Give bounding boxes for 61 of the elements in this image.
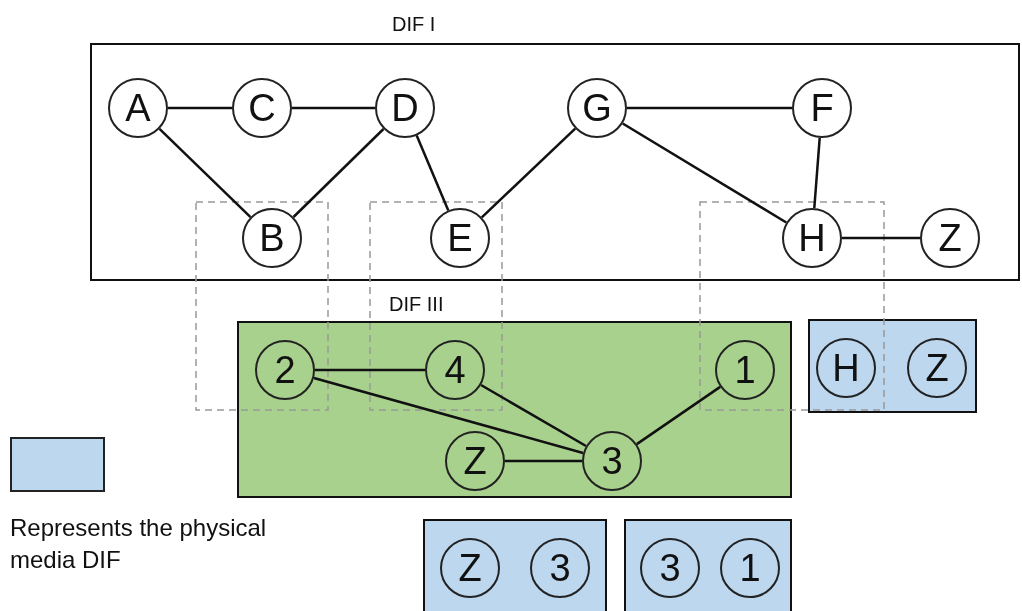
circle-node bbox=[255, 340, 315, 400]
circle-node bbox=[430, 208, 490, 268]
node-label: A bbox=[125, 89, 151, 127]
circle-node bbox=[582, 431, 642, 491]
connector-line bbox=[505, 459, 582, 463]
connector-line bbox=[622, 122, 787, 224]
connector-line bbox=[842, 236, 920, 240]
physical-media-box bbox=[808, 319, 977, 413]
node-label: 3 bbox=[601, 442, 623, 480]
node-label: Z bbox=[458, 549, 482, 587]
connector-line bbox=[636, 385, 721, 446]
connector-line bbox=[168, 106, 232, 110]
circle-node bbox=[440, 538, 500, 598]
connector-line bbox=[480, 383, 587, 448]
node-label: E bbox=[447, 219, 473, 257]
group-title: DIF III bbox=[389, 293, 444, 316]
node-label: H bbox=[832, 349, 860, 387]
node-label: H bbox=[798, 219, 826, 257]
connector-line bbox=[313, 376, 584, 455]
node-label: 3 bbox=[549, 549, 571, 587]
connector-line bbox=[480, 127, 577, 219]
node-label: G bbox=[582, 89, 612, 127]
physical-media-box bbox=[624, 519, 792, 611]
node-label: 1 bbox=[734, 351, 756, 389]
legend-text: Represents the physical media DIF bbox=[10, 513, 268, 576]
circle-node bbox=[792, 78, 852, 138]
connector-line bbox=[292, 106, 375, 110]
node-label: Z bbox=[925, 349, 949, 387]
node-label: F bbox=[810, 89, 834, 127]
connector-line bbox=[292, 128, 385, 218]
node-label: 3 bbox=[659, 549, 681, 587]
physical-media-box bbox=[423, 519, 607, 611]
connector-line bbox=[627, 106, 792, 110]
connector-line bbox=[158, 128, 252, 218]
circle-node bbox=[232, 78, 292, 138]
circle-node bbox=[242, 208, 302, 268]
circle-node bbox=[530, 538, 590, 598]
circle-node bbox=[108, 78, 168, 138]
node-label: Z bbox=[938, 219, 962, 257]
node-label: D bbox=[391, 89, 419, 127]
circle-node bbox=[907, 338, 967, 398]
circle-node bbox=[920, 208, 980, 268]
circle-node bbox=[445, 431, 505, 491]
circle-node bbox=[782, 208, 842, 268]
circle-node bbox=[640, 538, 700, 598]
node-label: B bbox=[259, 219, 285, 257]
node-label: 2 bbox=[274, 351, 296, 389]
connector-line bbox=[315, 368, 425, 372]
node-label: C bbox=[248, 89, 276, 127]
circle-node bbox=[567, 78, 627, 138]
circle-node bbox=[715, 340, 775, 400]
circle-node bbox=[375, 78, 435, 138]
circle-node bbox=[816, 338, 876, 398]
node-label: Z bbox=[463, 442, 487, 480]
connector-line bbox=[415, 135, 450, 211]
node-label: 1 bbox=[739, 549, 761, 587]
circle-node bbox=[425, 340, 485, 400]
group-title: DIF I bbox=[392, 13, 436, 36]
circle-node bbox=[720, 538, 780, 598]
connector-line bbox=[813, 137, 821, 209]
node-label: 4 bbox=[444, 351, 466, 389]
